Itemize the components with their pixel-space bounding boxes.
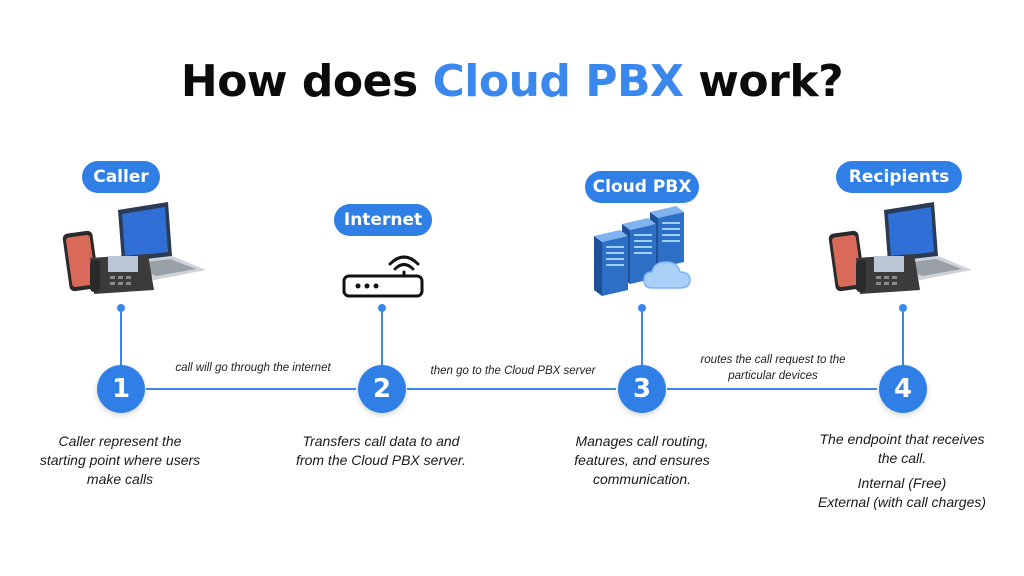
router-wifi-icon <box>342 255 424 298</box>
vertical-connector <box>902 308 904 366</box>
stage-label-cloud-pbx: Cloud PBX <box>585 171 699 203</box>
step-number-2: 2 <box>358 365 406 413</box>
description-line: Transfers call data to and <box>302 433 460 449</box>
connector-label-line: then go to the Cloud PBX server <box>430 365 596 377</box>
horizontal-connector <box>667 388 877 390</box>
description-line: Manages call routing, <box>575 433 709 449</box>
description-line: the call. <box>877 450 927 466</box>
connector-label-line: routes the call request to the <box>700 354 846 366</box>
stage-label-caller: Caller <box>82 161 160 193</box>
connector-label-3-4: routes the call request to the particula… <box>668 352 878 384</box>
description-line: starting point where users <box>39 452 201 468</box>
vertical-connector <box>120 308 122 366</box>
stage-description-recipients: The endpoint that receives the call. Int… <box>790 430 1014 512</box>
page-title: How does Cloud PBX work? <box>0 56 1024 107</box>
horizontal-connector <box>146 388 356 390</box>
stage-description-internet: Transfers call data to and from the Clou… <box>270 432 492 470</box>
phone-laptop-devices-icon <box>62 202 206 294</box>
description-line: External (with call charges) <box>817 494 987 510</box>
title-part-2: work? <box>683 56 844 107</box>
stage-label-recipients: Recipients <box>836 161 962 193</box>
connector-label-1-2: call will go through the internet <box>150 360 356 376</box>
vertical-connector <box>641 308 643 366</box>
stage-description-caller: Caller represent the starting point wher… <box>10 432 230 489</box>
description-line: The endpoint that receives <box>819 431 985 447</box>
title-accent: Cloud PBX <box>432 56 684 107</box>
vertical-connector <box>381 308 383 366</box>
connector-label-2-3: then go to the Cloud PBX server <box>410 363 616 379</box>
connector-label-line: call will go through the internet <box>175 362 331 374</box>
stage-description-cloud-pbx: Manages call routing, features, and ensu… <box>544 432 740 489</box>
server-cloud-icon <box>594 206 691 296</box>
description-line: Caller represent the <box>58 433 182 449</box>
step-number-3: 3 <box>618 365 666 413</box>
step-number-1: 1 <box>97 365 145 413</box>
connector-label-line: particular devices <box>728 370 818 382</box>
description-line: features, and ensures <box>574 452 710 468</box>
description-line: Internal (Free) <box>857 475 947 491</box>
title-part-1: How does <box>180 56 433 107</box>
phone-laptop-devices-icon <box>828 202 972 294</box>
description-line: communication. <box>592 471 692 487</box>
description-line: from the Cloud PBX server. <box>296 452 466 468</box>
step-number-4: 4 <box>879 365 927 413</box>
horizontal-connector <box>407 388 616 390</box>
description-line: make calls <box>86 471 154 487</box>
stage-label-internet: Internet <box>334 204 432 236</box>
